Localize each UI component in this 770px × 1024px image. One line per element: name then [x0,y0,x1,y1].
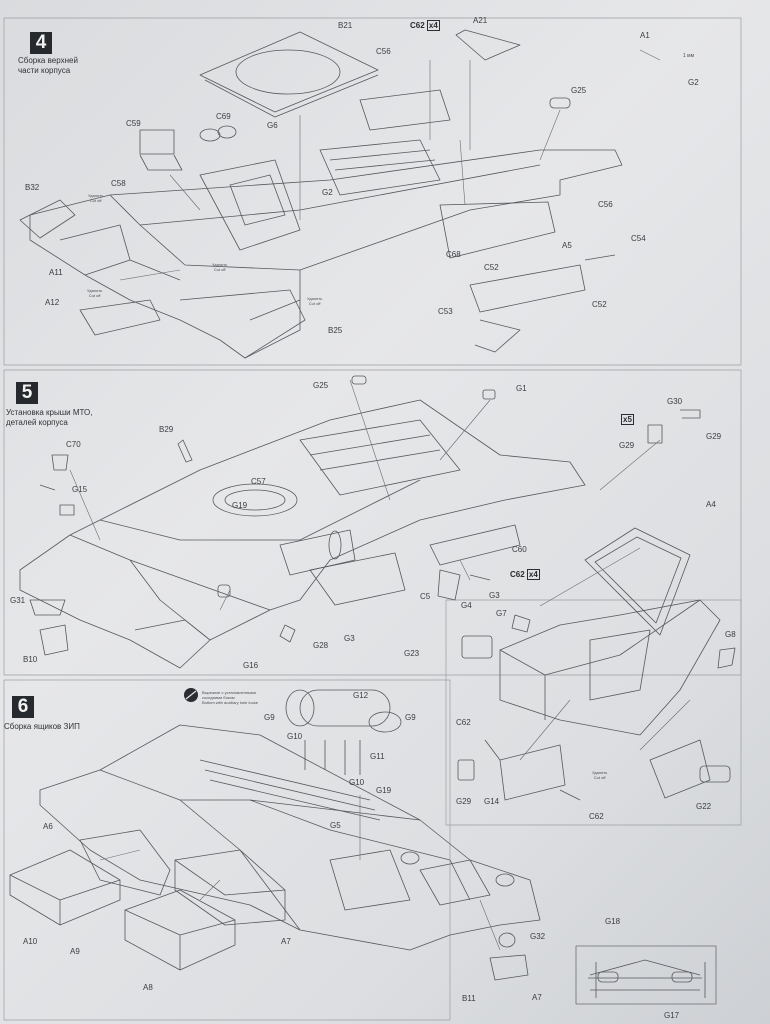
part-label: C57 [251,477,266,486]
part-label: G23 [404,649,420,658]
part-label: A4 [706,500,716,509]
inset-frame [445,599,742,826]
step4-hull [19,29,661,359]
part-label: C59 [126,119,141,128]
cut-symbol [184,688,198,702]
part-label: G7 [496,609,507,618]
part-label: C70 [66,440,81,449]
part-label: A9 [70,947,80,956]
part-label: A5 [562,241,572,250]
part-label: C69 [216,112,231,121]
part-label: C53 [438,307,453,316]
step4-frame [3,17,742,366]
part-label: B10 [23,655,38,664]
part-label: A7 [532,993,542,1002]
cut-note: Удалить Cut off [212,262,228,272]
part-label: A8 [143,983,153,992]
part-label: G16 [243,661,259,670]
part-label: G4 [461,601,472,610]
part-label: G29 [619,441,635,450]
part-label: C62 [456,718,471,727]
part-label: C68 [446,250,461,259]
part-label: G22 [696,802,712,811]
part-label: G5 [330,821,341,830]
step6-hull [9,689,541,981]
part-label: G12 [353,691,369,700]
part-label: G2 [688,78,699,87]
step-4-title: Сборка верхней части корпуса [18,56,78,75]
part-label: A1 [640,31,650,40]
part-label: A12 [45,298,60,307]
qty-c62-step5: C62 x4 [510,569,540,580]
part-label: G9 [264,713,275,722]
part-label: B21 [338,21,353,30]
part-label: G14 [484,797,500,806]
part-label: A11 [49,268,63,277]
part-label: C60 [512,545,527,554]
step5-frame [3,369,742,676]
part-label: A10 [23,937,38,946]
part-label: A6 [43,822,53,831]
part-label: A7 [281,937,291,946]
part-label: G25 [571,86,587,95]
qty-x5-step5: x5 [621,414,634,425]
cut-note: Удалить Cut off [592,770,608,780]
part-label: A21 [473,16,488,25]
part-label: G18 [605,917,621,926]
part-label: G19 [232,501,248,510]
cut-note: Удалить Cut off [307,296,323,306]
part-label: G28 [313,641,329,650]
step6-frame [3,679,451,1021]
step-5-title: Установка крыши МТО, деталей корпуса [6,408,93,427]
cut-note: Удалить Cut off [88,193,104,203]
part-label: C52 [592,300,607,309]
step-6-title: Сборка ящиков ЗИП [4,722,80,731]
part-label: C56 [376,47,391,56]
part-label: C62 [589,812,604,821]
step-4-number: 4 [30,32,52,54]
part-label: G9 [405,713,416,722]
part-label: G10 [349,778,365,787]
cut-note: Удалить Cut off [87,288,103,298]
part-label: B11 [462,994,476,1003]
part-label: G25 [313,381,329,390]
part-label: B29 [159,425,174,434]
part-label: G10 [287,732,303,741]
notch-note: Вырежьте с установленными соседними боко… [202,690,259,705]
part-label: B25 [328,326,343,335]
part-label: G11 [370,752,385,761]
part-label: G3 [489,591,500,600]
step-6-number: 6 [12,696,34,718]
part-label: C58 [111,179,126,188]
part-label: G30 [667,397,683,406]
g18-detail [588,959,706,998]
part-label: G15 [72,485,88,494]
dimension-label: 1 мм [683,53,695,59]
part-label: C54 [631,234,646,243]
g18-inset-frame [575,945,717,1005]
part-label: C52 [484,263,499,272]
part-label: G1 [516,384,527,393]
part-label: G19 [376,786,392,795]
part-label: G29 [706,432,722,441]
part-label: G2 [322,188,333,197]
part-label: G32 [530,932,546,941]
part-label: G29 [456,797,472,806]
part-label: C56 [598,200,613,209]
qty-c62-step4: C62 x4 [410,20,440,31]
part-label: G17 [664,1011,680,1020]
part-label: G8 [725,630,736,639]
part-label: G3 [344,634,355,643]
step5-hull [19,375,701,669]
inset-rear-hull [457,599,736,801]
part-label: C5 [420,592,431,601]
part-label: B32 [25,183,40,192]
step-5-number: 5 [16,382,38,404]
part-label: G31 [10,596,26,605]
part-label: G6 [267,121,278,130]
